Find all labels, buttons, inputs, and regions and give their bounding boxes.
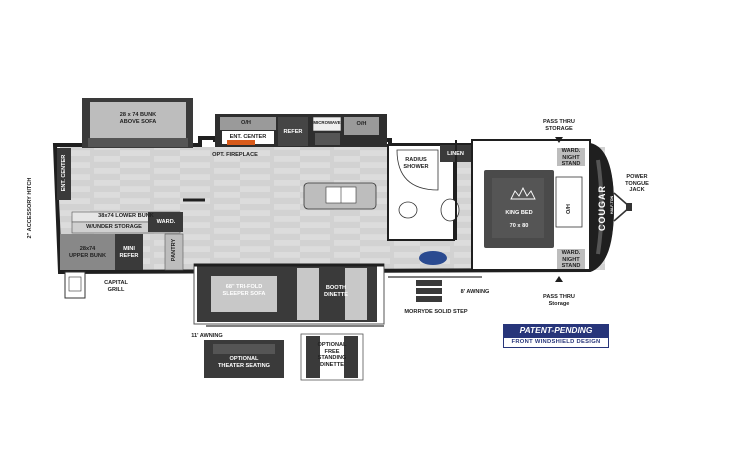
bunk-above-sofa-label: 28 x 74 BUNK ABOVE SOFA <box>119 112 157 125</box>
theater-seating-label: OPTIONAL THEATER SEATING <box>217 356 270 369</box>
free-standing-dinette-label: OPTIONAL FREE STANDING DINETTE <box>317 342 347 368</box>
radius-shower-label: RADIUS SHOWER <box>403 157 429 170</box>
oh-bed-label: O/H <box>566 204 572 214</box>
power-jack-label: POWER TONGUE JACK <box>625 174 649 194</box>
oh-2-label: O/H <box>356 121 367 127</box>
booth-dinette-label: BOOTH DINETTE <box>324 285 348 298</box>
under-storage-label: W/UNDER STORAGE <box>86 224 142 230</box>
ent-center-label: ENT. CENTER <box>229 134 267 140</box>
capital-grill-label: CAPITAL GRILL <box>104 280 128 293</box>
oh-1-label: O/H <box>241 120 251 126</box>
accessory-hitch-label: 2" ACCESSORY HITCH <box>27 177 33 239</box>
microwave-label: MICROWAVE <box>313 120 341 125</box>
sleeper-sofa-label: 68" TRI-FOLD SLEEPER SOFA <box>222 284 266 297</box>
badge-line2: FRONT WINDSHIELD DESIGN <box>503 337 609 348</box>
bed-size-label: 70 x 80 <box>509 223 529 229</box>
morryde-step-label: MORRYDE SOLID STEP <box>404 309 468 315</box>
awning-8-label: 8' AWNING <box>460 289 490 295</box>
ward-night-top-label: WARD. NIGHT STAND <box>561 148 581 168</box>
lower-bunk-label: 38x74 LOWER BUNK <box>98 213 154 219</box>
upper-bunk-label: 28x74 UPPER BUNK <box>69 246 106 259</box>
opt-fireplace-label: OPT. FIREPLACE <box>212 152 258 158</box>
patent-pending-badge: PATENT-PENDING DESIGN FRONT WINDSHIELD D… <box>503 320 609 350</box>
pass-thru-top-label: PASS THRU STORAGE <box>543 119 575 132</box>
awning-11-label: 11' AWNING <box>191 333 223 339</box>
pass-thru-bottom-label: PASS THRU Storage <box>543 294 575 307</box>
brand-sub-label: HALF-TON <box>610 195 614 215</box>
refer-label: REFER <box>283 129 303 135</box>
linen-label: LINEN <box>447 151 464 157</box>
mini-refer-label: MINI REFER <box>119 246 139 259</box>
badge-line1: PATENT-PENDING DESIGN <box>503 324 609 348</box>
pantry-label: PANTRY <box>171 238 177 262</box>
king-bed-label: KING BED <box>505 210 533 216</box>
brand-front-label: COUGAR <box>597 185 607 231</box>
ward-night-bottom-label: WARD. NIGHT STAND <box>561 250 581 270</box>
ward-left-label: WARD. <box>156 219 176 225</box>
ent-center-left-label: ENT. CENTER <box>61 154 67 192</box>
